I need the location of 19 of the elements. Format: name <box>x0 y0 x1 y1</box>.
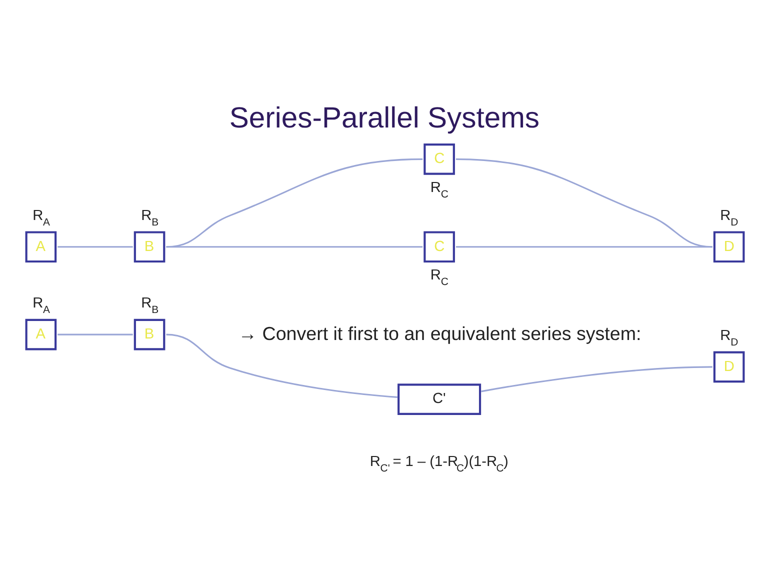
connector <box>456 246 712 248</box>
label: → Convert it first to an equivalent series system: <box>238 322 642 344</box>
node-label: R$_{D}$ <box>720 207 738 228</box>
diagram-title: Series-Parallel Systems <box>229 102 540 134</box>
connector <box>481 366 712 392</box>
node-label: R$_{D}$ <box>720 328 738 348</box>
node-label: R$_{A}$ <box>32 207 50 228</box>
connector <box>166 333 398 398</box>
connector <box>166 246 423 248</box>
node-label: R$_{A}$ <box>32 295 50 316</box>
node-label: R$_{C}$ <box>430 266 448 288</box>
connector <box>58 246 133 248</box>
node-label: R$_{B}$ <box>141 207 159 228</box>
label: R$_{C'}$ = 1 – (1-R$_{C}$)(1-R$_{C}$) <box>370 453 508 474</box>
connector <box>58 333 133 335</box>
node-label: R$_{B}$ <box>141 295 159 316</box>
connector <box>456 158 712 248</box>
connector <box>166 158 423 248</box>
node-label: R$_{C}$ <box>430 179 448 200</box>
